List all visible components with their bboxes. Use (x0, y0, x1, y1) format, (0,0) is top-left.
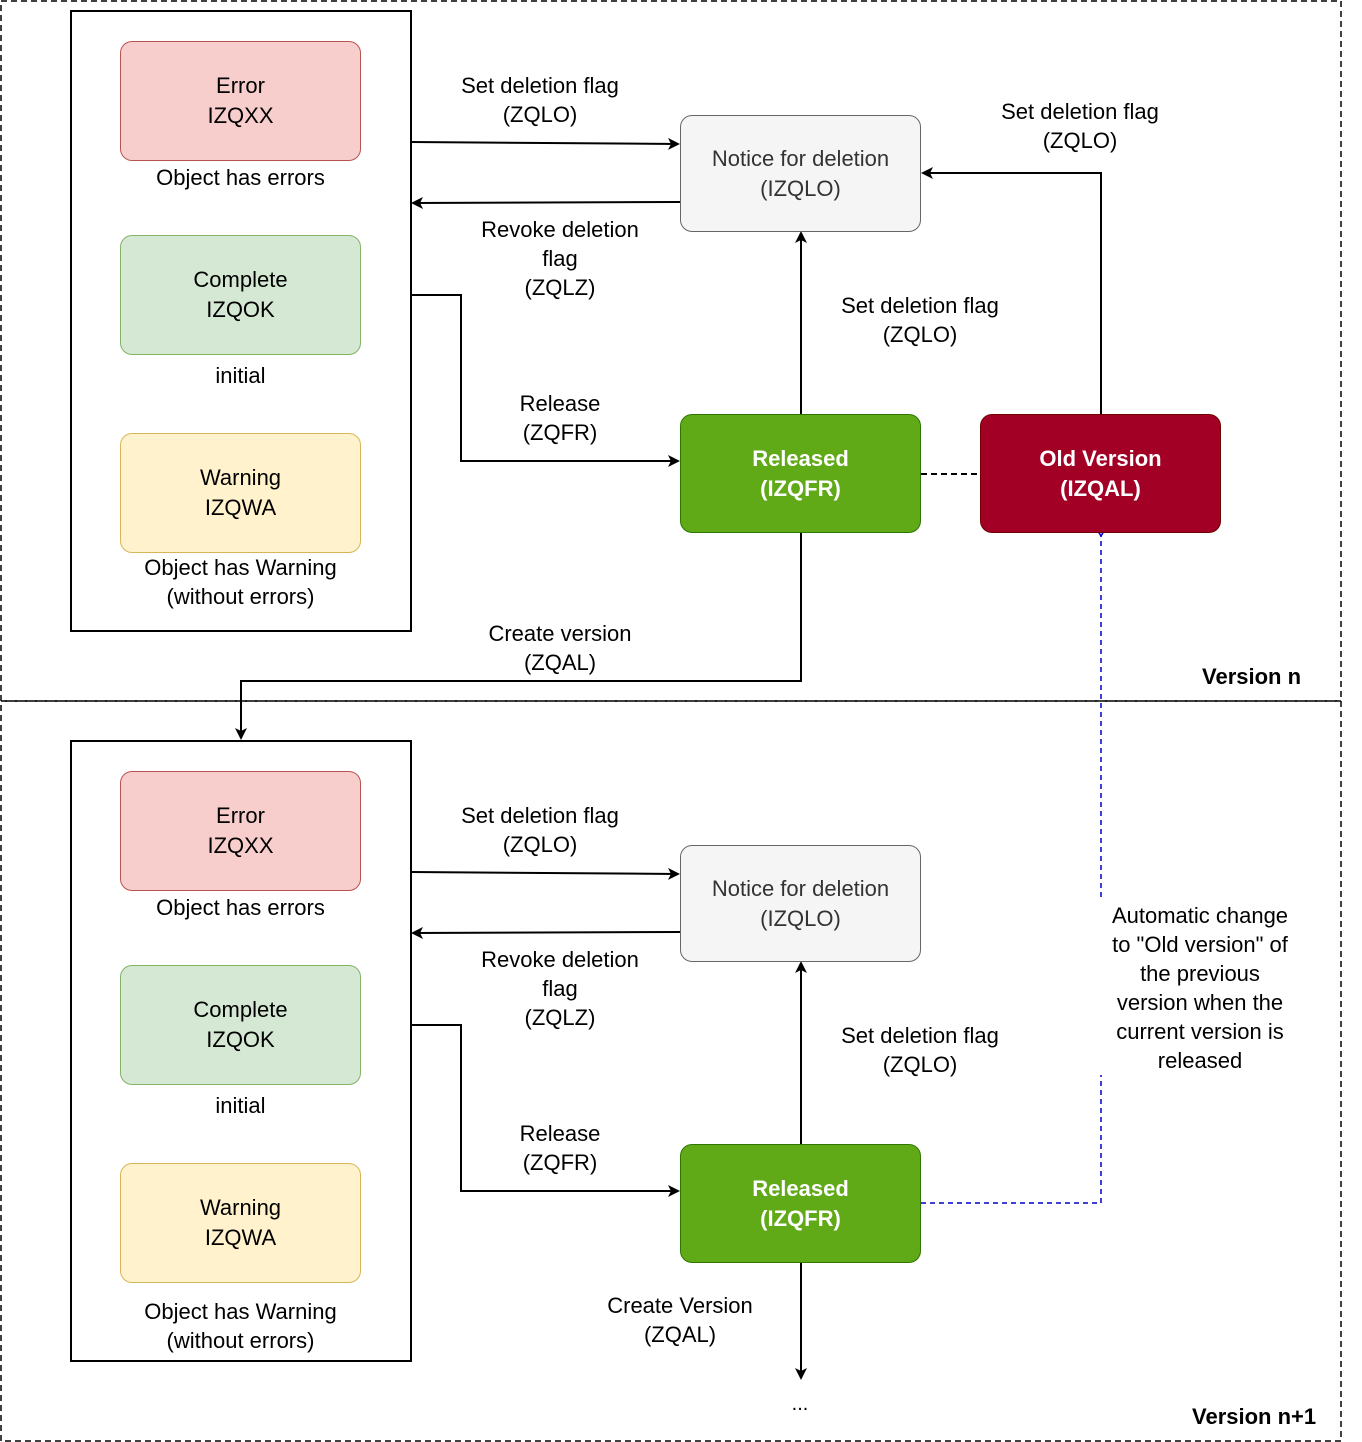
auto-note-line2: to "Old version" of (1112, 932, 1288, 957)
state-old-name: Old Version (1039, 445, 1162, 471)
label-revoke-deletion-n1: Revoke deletion flag (ZQLZ) (460, 945, 660, 1032)
label-set-deletion-line1: Set deletion flag (461, 73, 619, 98)
label-release-n1: Release (ZQFR) (480, 1119, 640, 1177)
edge-old-to-deletion (921, 167, 1102, 414)
label-release-line1: Release (519, 391, 601, 416)
state-complete-n1-name: Complete (193, 997, 288, 1022)
state-warning-n1-name: Warning (199, 1195, 282, 1220)
state-warning-caption: Object has Warning (without errors) (110, 553, 371, 611)
state-warning-n1-caption-line1: Object has Warning (144, 1299, 337, 1324)
state-complete-caption: initial (215, 363, 266, 388)
label-set-deletion-n1: Set deletion flag (ZQLO) (440, 801, 640, 859)
state-released-n1-name: Released (752, 1175, 849, 1201)
state-complete-name: Complete (193, 267, 288, 292)
state-notice-n1-code: (IZQLO) (760, 905, 841, 931)
label-create-version-n1-line1: Create Version (607, 1293, 753, 1318)
section-title-version-n1: Version n+1 (1192, 1404, 1317, 1429)
label-set-deletion-line2: (ZQLO) (502, 102, 578, 127)
state-warning-n1[interactable]: Warning IZQWA (120, 1163, 361, 1283)
label-revoke-line2: flag (542, 246, 578, 271)
label-revoke-n1-line1: Revoke deletion (481, 947, 639, 972)
version-n1-frame (0, 700, 1342, 1442)
label-revoke-n1-line2: flag (542, 976, 578, 1001)
state-notice-code: (IZQLO) (760, 175, 841, 201)
state-notice-name: Notice for deletion (711, 145, 890, 171)
label-released-del-line1: Set deletion flag (841, 293, 999, 318)
auto-note-line3: the previous (1140, 961, 1260, 986)
state-complete-n1-caption: initial (215, 1093, 266, 1118)
state-warning-caption-line2: (without errors) (166, 584, 315, 609)
label-released-del-line2: (ZQLO) (882, 322, 958, 347)
state-warning-code: IZQWA (204, 495, 277, 520)
state-error-code: IZQXX (207, 103, 274, 128)
label-released-del-n1-line1: Set deletion flag (841, 1023, 999, 1048)
state-complete-code: IZQOK (206, 297, 275, 322)
state-error-n1[interactable]: Error IZQXX (120, 771, 361, 891)
state-notice-n1-name: Notice for deletion (711, 875, 890, 901)
state-old-code: (IZQAL) (1060, 475, 1141, 501)
label-create-version-n1: Create Version (ZQAL) (580, 1291, 780, 1349)
state-released-code: (IZQFR) (760, 475, 841, 501)
label-set-deletion-n1-line2: (ZQLO) (502, 832, 578, 857)
edge-set-deletion (410, 137, 680, 150)
label-release-line2: (ZQFR) (522, 420, 598, 445)
state-error-caption: Object has errors (156, 165, 325, 190)
section-title-version-n: Version n (1202, 664, 1302, 689)
state-error-n1-name: Error (216, 803, 265, 828)
label-release-n1-line1: Release (519, 1121, 601, 1146)
state-error[interactable]: Error IZQXX (120, 41, 361, 161)
state-warning-n1-caption-line2: (without errors) (166, 1328, 315, 1353)
state-notice-for-deletion[interactable]: Notice for deletion (IZQLO) (680, 115, 921, 232)
state-error-n1-caption: Object has errors (156, 895, 325, 920)
label-revoke-line1: Revoke deletion (481, 217, 639, 242)
state-warning[interactable]: Warning IZQWA (120, 433, 361, 553)
edge-revoke-deletion (411, 196, 681, 209)
state-old-version[interactable]: Old Version (IZQAL) (980, 414, 1221, 533)
state-released-n1-code: (IZQFR) (760, 1205, 841, 1231)
label-release: Release (ZQFR) (480, 389, 640, 447)
state-released[interactable]: Released (IZQFR) (680, 414, 921, 533)
state-complete-n1[interactable]: Complete IZQOK (120, 965, 361, 1085)
label-revoke-deletion: Revoke deletion flag (ZQLZ) (460, 215, 660, 302)
label-released-del-n1-line2: (ZQLO) (882, 1052, 958, 1077)
label-old-del-line1: Set deletion flag (1001, 99, 1159, 124)
label-old-to-deletion: Set deletion flag (ZQLO) (980, 97, 1180, 155)
auto-note-line6: released (1157, 1048, 1243, 1073)
state-error-name: Error (216, 73, 265, 98)
auto-note-line5: current version is (1116, 1019, 1284, 1044)
label-create-version-n1-line2: (ZQAL) (643, 1322, 717, 1347)
state-warning-n1-code: IZQWA (204, 1225, 277, 1250)
label-revoke-n1-line3: (ZQLZ) (524, 1005, 596, 1030)
label-release-n1-line2: (ZQFR) (522, 1150, 598, 1175)
label-released-to-deletion-n1: Set deletion flag (ZQLO) (820, 1021, 1020, 1079)
edge-auto-change (921, 536, 1101, 1204)
label-create-version: Create version (ZQAL) (460, 619, 660, 677)
label-create-version-line2: (ZQAL) (523, 650, 597, 675)
edge-create-version (235, 533, 802, 740)
state-error-n1-code: IZQXX (207, 833, 274, 858)
label-old-del-line2: (ZQLO) (1042, 128, 1118, 153)
state-released-n1[interactable]: Released (IZQFR) (680, 1144, 921, 1263)
state-complete-n1-code: IZQOK (206, 1027, 275, 1052)
state-released-name: Released (752, 445, 849, 471)
edge-revoke-deletion-n1 (411, 926, 681, 939)
state-warning-n1-caption: Object has Warning (without errors) (110, 1297, 371, 1355)
state-warning-name: Warning (199, 465, 282, 490)
continuation-ellipsis: ... (791, 1393, 809, 1415)
state-complete[interactable]: Complete IZQOK (120, 235, 361, 355)
edge-set-deletion-n1 (410, 867, 680, 880)
label-released-to-deletion: Set deletion flag (ZQLO) (820, 291, 1020, 349)
auto-note-line4: version when the (1116, 990, 1284, 1015)
label-create-version-line1: Create version (488, 621, 632, 646)
label-set-deletion-n1-line1: Set deletion flag (461, 803, 619, 828)
auto-change-note: Automatic change to "Old version" of the… (1098, 901, 1302, 1075)
auto-note-line1: Automatic change (1111, 903, 1289, 928)
state-warning-caption-line1: Object has Warning (144, 555, 337, 580)
label-revoke-line3: (ZQLZ) (524, 275, 596, 300)
state-notice-for-deletion-n1[interactable]: Notice for deletion (IZQLO) (680, 845, 921, 962)
label-set-deletion: Set deletion flag (ZQLO) (440, 71, 640, 129)
